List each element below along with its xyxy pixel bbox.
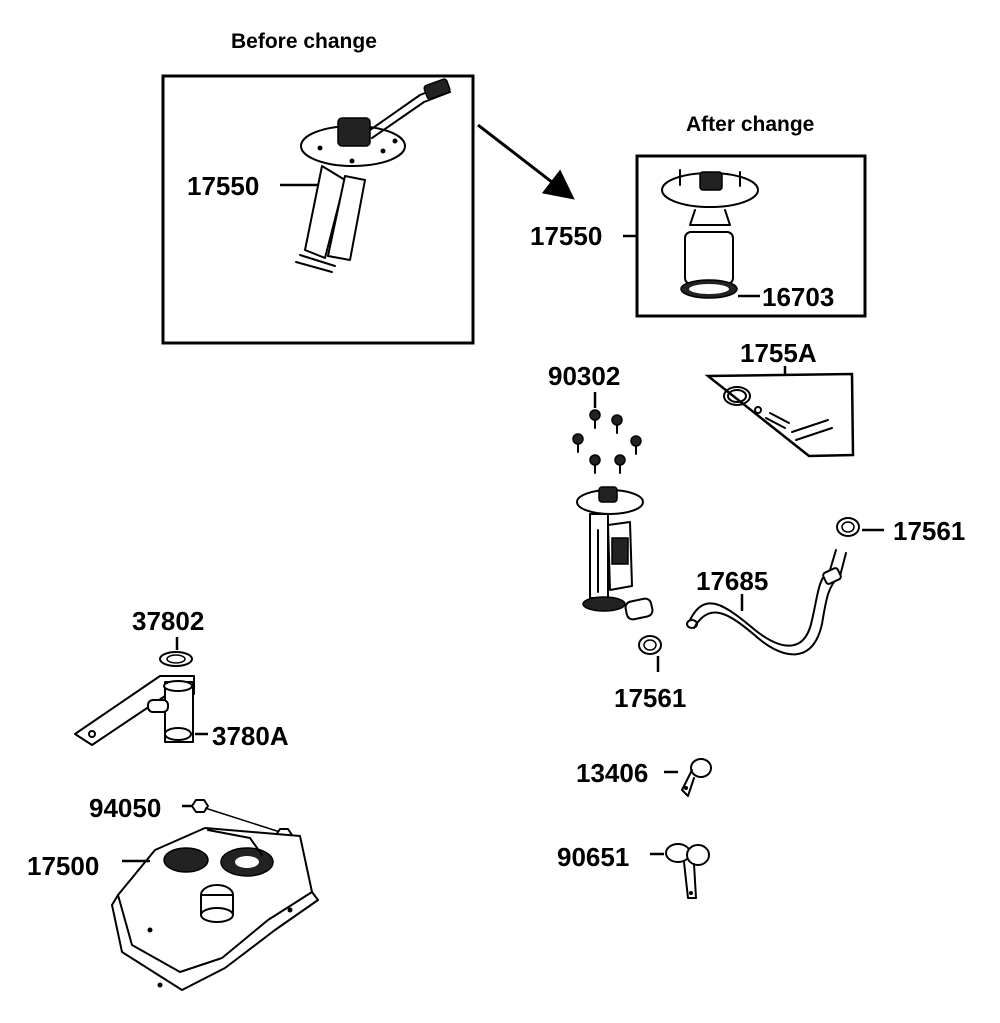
label-13406: 13406 bbox=[576, 758, 648, 788]
label-17550-after: 17550 bbox=[530, 221, 602, 251]
after-change-box bbox=[635, 154, 867, 318]
label-94050: 94050 bbox=[89, 793, 161, 823]
label-17561-right: 17561 bbox=[893, 516, 965, 546]
label-37802: 37802 bbox=[132, 606, 204, 636]
label-16703: 16703 bbox=[762, 282, 834, 312]
kit-1755A-outline bbox=[704, 372, 855, 458]
label-1755A: 1755A bbox=[740, 338, 817, 368]
clamp-90651-drawing bbox=[665, 843, 710, 899]
label-17500: 17500 bbox=[27, 851, 99, 881]
clamp-13406-drawing bbox=[681, 758, 712, 797]
label-17685: 17685 bbox=[696, 566, 768, 596]
fuel-hose-17685-drawing bbox=[686, 549, 847, 656]
label-3780A: 3780A bbox=[212, 721, 289, 751]
fuel-pump-before-drawing bbox=[295, 78, 451, 273]
label-90651: 90651 bbox=[557, 842, 629, 872]
fuel-tank-17500-drawing bbox=[111, 827, 319, 991]
change-arrow bbox=[477, 123, 575, 200]
before-change-box bbox=[161, 74, 475, 345]
bolts-90302 bbox=[572, 409, 642, 474]
before-change-header: Before change bbox=[231, 30, 377, 53]
label-17550-before: 17550 bbox=[187, 171, 259, 201]
clamp-17561-lower bbox=[638, 635, 662, 655]
kit-1755A-parts bbox=[723, 386, 833, 441]
label-90302: 90302 bbox=[548, 361, 620, 391]
fuel-pump-assembly-drawing bbox=[576, 486, 654, 621]
fuel-level-gauge-3780A-drawing bbox=[74, 675, 195, 746]
after-change-header: After change bbox=[686, 113, 814, 136]
fuel-pump-after-drawing bbox=[661, 169, 759, 299]
clamp-17561-upper bbox=[836, 517, 860, 537]
ring-nut-37802 bbox=[159, 651, 193, 667]
label-17561-lower: 17561 bbox=[614, 683, 686, 713]
